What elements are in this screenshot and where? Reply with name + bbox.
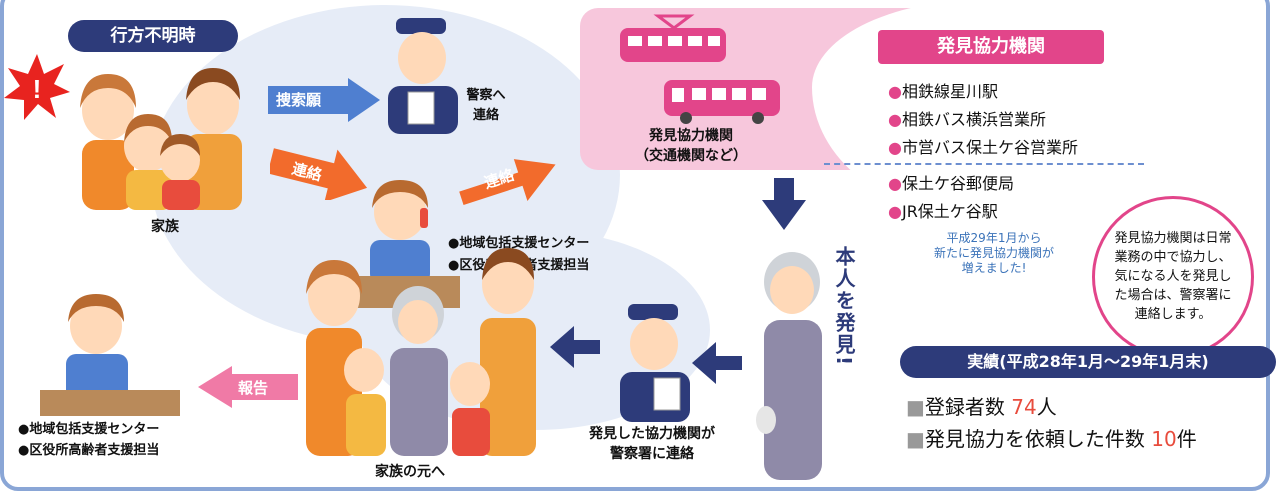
report-label: 報告 [238,379,269,397]
square-bullet-icon: ■ [906,395,925,419]
police-officer-illustration [388,18,458,134]
dashed-divider [824,163,1144,165]
train-icon [620,14,726,62]
family-label: 家族 [151,219,179,235]
down-arrow [762,178,806,230]
bottom-staff-illustration [40,294,180,416]
coop-item-4: ●保土ケ谷郵便局 [888,174,1014,193]
search-request-arrow [268,78,380,122]
left-arrow-2 [550,326,600,368]
reporting-officer-illustration [620,304,690,422]
left-arrow-1 [692,342,742,384]
info-bubble-text: 発見協力機関は日常業務の中で協力し、気になる人を発見した場合は、警察署に連絡しま… [1114,231,1232,322]
bottom-left-line-1: ●地域包括支援センター [18,422,160,437]
search-request-label: 捜索願 [276,91,322,109]
family-illustration [80,68,242,210]
coop-note: 平成29年1月から 新たに発見協力機関が 増えました! [933,231,1054,275]
missing-label: 行方不明時 [68,20,238,52]
coop-caption: 発見協力機関 （交通機関など） [635,128,747,164]
coop-item-3: ●市営バス保土ケ谷営業所 [888,138,1078,157]
center-line-1: ●地域包括支援センター [448,236,590,251]
reunited-family-illustration [306,248,536,456]
family-return-label: 家族の元へ [375,464,445,480]
contact-arrow-2 [458,150,558,210]
alert-burst-icon: ! [4,54,70,120]
stat-requests: ■発見協力を依頼した件数 10件 [906,427,1197,451]
svg-text:!: ! [33,74,42,104]
results-title: 実績(平成28年1月〜29年1月末) [900,346,1276,378]
stat-registrants: ■登録者数 74人 [906,395,1057,419]
coop-title: 発見協力機関 [878,30,1104,64]
bottom-left-line-2: ●区役所高齢者支援担当 [18,443,160,458]
bus-icon [664,80,780,124]
report-caption: 発見した協力機関が 警察署に連絡 [589,426,715,462]
contact-arrow-1 [270,140,370,200]
coop-item-5: ●JR保土ケ谷駅 [888,202,998,221]
coop-panel-white-right [1000,0,1260,170]
elderly-woman-illustration [756,252,822,480]
square-bullet-icon: ■ [906,427,925,451]
info-bubble: 発見協力機関は日常業務の中で協力し、気になる人を発見した場合は、警察署に連絡しま… [1092,196,1254,358]
police-contact-label: 警察へ 連絡 [466,88,506,123]
report-arrow [198,366,298,408]
coop-item-2: ●相鉄バス横浜営業所 [888,110,1046,129]
found-text: 本人を発見! [832,246,856,368]
coop-item-1: ●相鉄線星川駅 [888,82,998,101]
